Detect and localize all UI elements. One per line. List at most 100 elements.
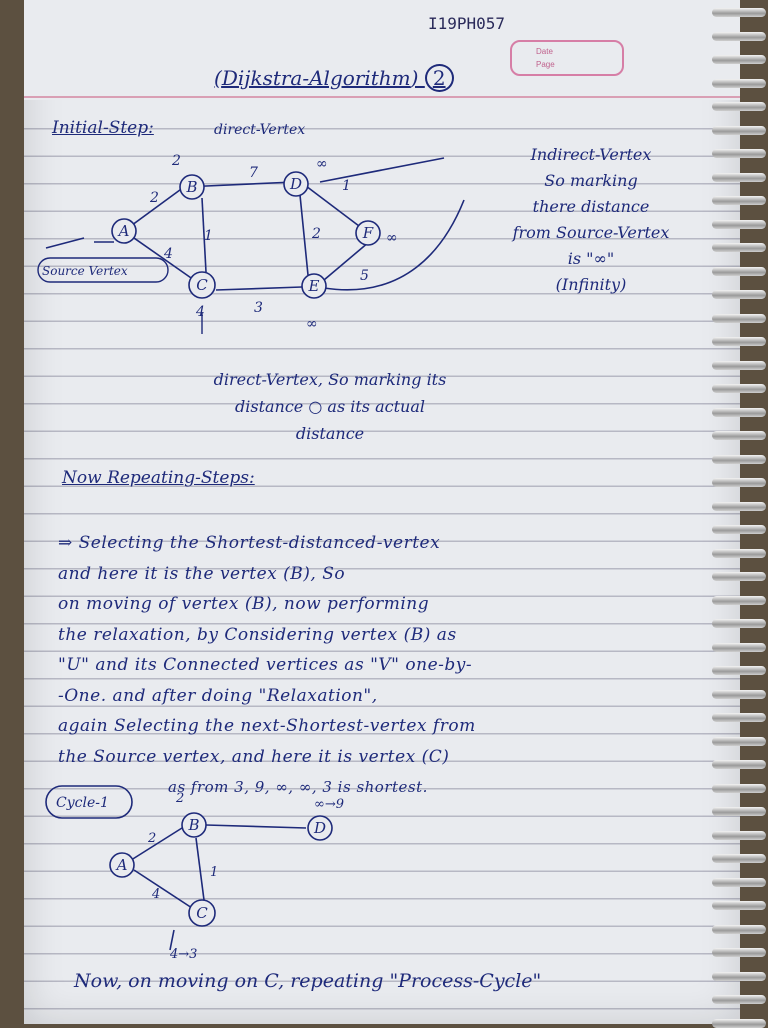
roll-number: I19PH057 [428,14,506,33]
spiral-coil [712,854,766,863]
cycle-node-a: A [115,856,128,874]
para-line: as from 3, 9, ∞, ∞, 3 is shortest. [168,778,428,796]
spiral-coil [712,948,766,957]
direct-note-line: distance [295,424,365,443]
cycle-node-d: D [313,819,326,837]
spiral-coil [712,501,766,511]
indirect-line: there distance [532,197,650,216]
indirect-line: (Infinity) [555,275,627,294]
dist-b: 2 [171,153,181,169]
node-c-circle [188,271,216,299]
header-rule [24,96,740,98]
cycle-node-b: B [187,816,199,834]
para-line: the relaxation, by Considering vertex (B… [58,624,457,645]
spiral-coil [712,313,766,323]
spiral-coil [712,1018,766,1028]
spiral-binding [712,0,768,1028]
para-line: "U" and its Connected vertices as "V" on… [58,655,473,675]
page-header-band [24,0,740,100]
para-line: and here it is the vertex (B), So [58,563,346,584]
spiral-coil [712,407,766,417]
spiral-coil [712,666,766,675]
indirect-line: from Source-Vertex [512,223,670,242]
spiral-coil [712,783,766,793]
spiral-coil [712,572,766,581]
spiral-coil [712,102,766,111]
dist-c: 4 [195,304,205,320]
cycle-node-c: C [196,904,208,922]
cycle-dist-c: 4→3 [169,947,197,962]
para-line: ⇒ Selecting the Shortest-distanced-verte… [58,533,441,553]
spiral-coil [712,243,766,252]
spiral-coil [712,548,766,558]
spiral-coil [712,337,766,346]
cycle-weight-ac: 4 [151,887,160,902]
spiral-coil [712,384,766,393]
para-line: the Source vertex, and here it is vertex… [58,746,450,767]
dist-d: ∞ [316,156,328,172]
spiral-coil [712,431,766,440]
spiral-coil [712,736,766,746]
weight-bd: 7 [249,165,258,181]
spiral-coil [712,830,766,840]
weight-ab: 2 [149,190,159,206]
spiral-coil [712,360,766,370]
direct-vertex-label: direct-Vertex [214,122,306,138]
direct-note: direct-Vertex, So marking its distance ○… [150,366,510,447]
node-a: A [117,222,130,240]
node-a-circle [111,218,137,244]
repeating-steps-heading: Now Repeating-Steps: [62,468,255,488]
node-d-circle [283,171,309,197]
para-line: again Selecting the next-Shortest-vertex… [58,716,476,736]
cycle-dist-d: ∞→9 [314,797,344,812]
node-c: C [196,276,208,294]
weight-de: 2 [311,226,321,242]
weight-bc: 1 [204,228,213,244]
spiral-coil [712,971,766,981]
indirect-note: Indirect-Vertex So marking there distanc… [486,142,696,298]
weight-df: 1 [342,178,351,194]
spiral-coil [712,78,766,88]
cycle-1-graph: Cycle-1 A B C D 2 4 1 2 ∞→9 4→3 [45,785,344,962]
spiral-coil [712,196,766,205]
node-e-circle [301,273,327,299]
para-line: -One. and after doing "Relaxation", [58,685,378,706]
spiral-coil [712,995,766,1004]
direct-note-line: direct-Vertex, So marking its [213,370,447,389]
spiral-coil [712,689,766,699]
indirect-line: Indirect-Vertex [530,145,652,164]
spiral-coil [712,8,766,17]
initial-graph: A B C D E F 2 4 7 1 2 1 5 3 2 4 ∞ ∞ ∞ S [37,153,465,334]
spiral-coil [712,924,766,934]
cycle-weight-bc: 1 [210,865,218,880]
weight-ce: 3 [254,300,263,316]
node-d: D [289,175,302,193]
title-text: Dijkstra-Algorithm [221,66,411,90]
node-f: F [362,224,374,242]
source-vertex-label: Source Vertex [42,264,128,278]
node-e: E [308,277,320,295]
weight-ef: 5 [360,268,369,284]
cycle-dist-b: 2 [175,791,184,806]
node-f-circle [355,220,381,246]
spiral-coil [712,760,766,769]
repeating-steps-body: ⇒ Selecting the Shortest-distanced-verte… [58,528,476,803]
dist-e: ∞ [306,316,318,332]
spiral-coil [712,807,766,816]
para-line: on moving of vertex (B), now performing [58,594,430,614]
node-b-circle [179,174,205,200]
spiral-coil [712,266,766,276]
indirect-line: is "∞" [567,249,615,268]
spiral-coil [712,125,766,135]
direct-note-line: distance ○ as its actual [235,397,425,416]
spiral-coil [712,619,766,628]
footer-note: Now, on moving on C, repeating "Process-… [74,970,542,992]
notebook-page: I19PH057 Date Page (Dijkstra-Algorithm) … [24,0,740,1024]
spiral-coil [712,525,766,534]
indirect-line: So marking [544,171,638,190]
date-page-box: Date Page [510,40,624,76]
page-label: Page [536,60,555,69]
cycle-label: Cycle-1 [56,795,109,811]
cycle-weight-ab: 2 [147,831,156,846]
spiral-coil [712,642,766,652]
